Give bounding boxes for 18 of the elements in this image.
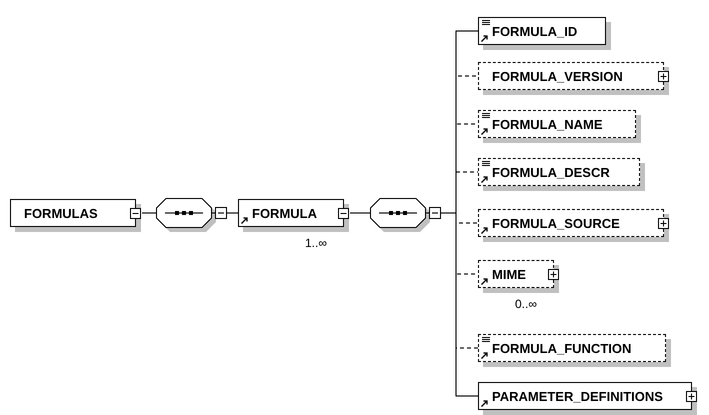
connector-line [142,212,156,214]
cardinality-label: 0..∞ [515,296,537,313]
connector-line [226,212,238,214]
element-name: FORMULA_VERSION [491,70,623,82]
cardinality-label: 1..∞ [305,235,327,252]
sequence-compositor [370,198,441,232]
element-name: PARAMETER_DEFINITIONS [491,390,663,402]
element-name: FORMULA_NAME [491,118,602,130]
connector-line [440,212,478,396]
element-name: FORMULA_FUNCTION [491,342,632,354]
element-name: FORMULA [251,206,317,220]
element-name: MIME [491,268,526,280]
element-name: FORMULAS [23,206,98,220]
element-name: FORMULA_SOURCE [491,216,620,230]
element-name: FORMULA_ID [491,24,578,38]
element-name: FORMULA_DESCR [491,166,610,178]
sequence-compositor [156,198,227,232]
connector-line [350,212,370,214]
